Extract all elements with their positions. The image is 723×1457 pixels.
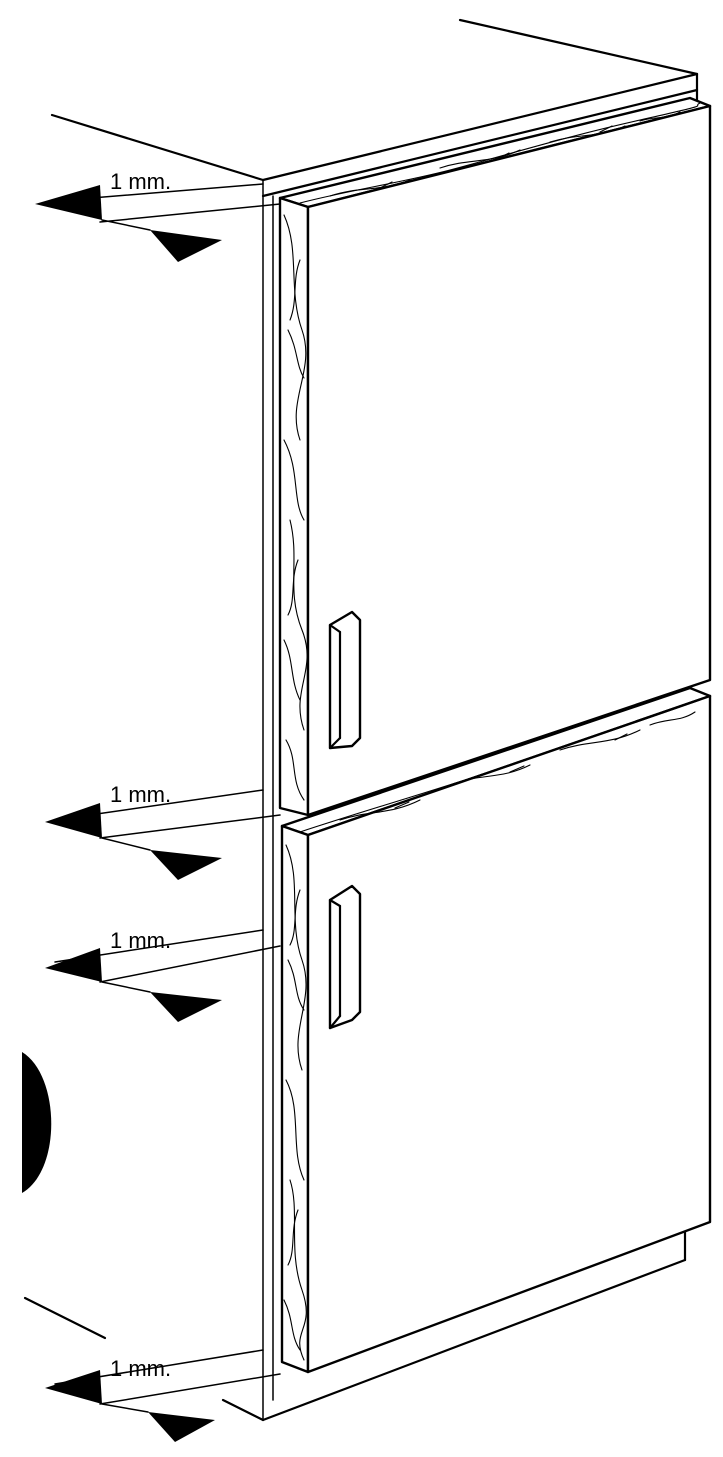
lower-door-handle — [328, 884, 362, 1030]
gap-indicator-bottom: 1 mm. — [45, 1349, 281, 1442]
gap-indicator-lower-middle: 1 mm. — [45, 928, 281, 1022]
gap-indicator-upper-middle: 1 mm. — [45, 782, 281, 880]
upper-door-handle — [328, 610, 362, 750]
lower-door-side-grain — [283, 844, 307, 1361]
lower-door — [280, 686, 712, 1374]
upper-door-top-grain — [299, 102, 701, 204]
upper-door-side-grain — [283, 214, 308, 801]
lower-door-top-grain — [299, 699, 701, 833]
upper-door — [278, 96, 712, 817]
gap-label-lower-middle: 1 mm. — [110, 928, 171, 953]
cabinet-carcass — [23, 18, 699, 1422]
gap-label-bottom: 1 mm. — [110, 1356, 171, 1381]
round-knob-silhouette — [22, 1052, 52, 1193]
gap-label-top: 1 mm. — [110, 169, 171, 194]
gap-indicator-top: 1 mm. — [35, 169, 281, 262]
gap-label-upper-middle: 1 mm. — [110, 782, 171, 807]
